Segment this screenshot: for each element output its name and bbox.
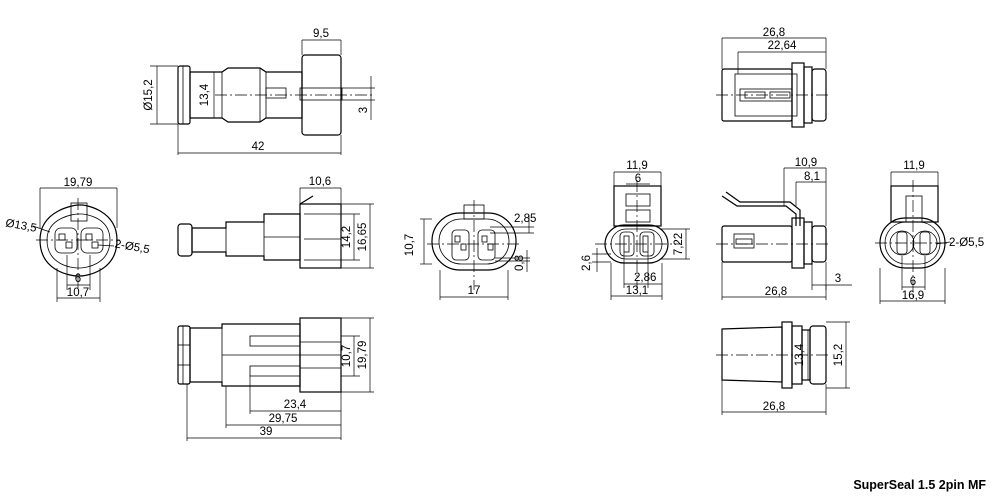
dim-female-front-inner: 6 (635, 173, 641, 185)
female-top-view: 26,8 22,64 (716, 27, 830, 128)
dim-female-top-w1: 26,8 (763, 27, 785, 39)
dim-male-top-width: 9,5 (313, 28, 329, 40)
dim-male-rear-bottom: 0,8 (514, 255, 526, 271)
dim-female-front-width: 11,9 (626, 160, 648, 172)
dim-male-front-outer: Ø13,5 (5, 218, 38, 235)
dim-female-front-base: 13,1 (626, 285, 648, 297)
dim-male-top-length: 42 (252, 141, 265, 153)
female-bottom-view: 13,4 15,2 26,8 (716, 321, 850, 415)
dim-male-rear-height: 10,7 (404, 234, 416, 256)
dim-male-bottom-l1: 23,4 (284, 399, 307, 411)
dim-female-rear-pitch: 6 (910, 276, 916, 288)
male-side-view: 10,6 14,2 16,65 (177, 176, 374, 269)
dim-female-rear-holes: 2-Ø5,5 (949, 237, 984, 249)
male-front-view: 19,79 Ø13,5 2-Ø5,5 6 10,7 (5, 177, 151, 302)
male-top-view: 9,5 Ø15,2 13,4 3 42 (143, 28, 375, 155)
dim-male-front-bottom: 10,7 (67, 287, 89, 299)
dim-male-top-height: 13,4 (199, 83, 211, 106)
dim-male-front-width: 19,79 (64, 177, 93, 189)
dim-female-side-top1: 10,9 (795, 157, 817, 169)
dim-male-top-diameter: Ø15,2 (143, 79, 155, 110)
drawing-caption: SuperSeal 1.5 2pin MF (853, 478, 986, 492)
female-rear-view: 11,9 2-Ø5,5 6 16,9 (875, 160, 984, 304)
female-front-view: 11,9 6 7,22 2,6 2,86 13,1 (581, 160, 690, 300)
dim-male-side-flange: 10,6 (309, 176, 331, 188)
dim-male-rear-top: 2,85 (514, 213, 536, 225)
dim-female-bottom-h2: 15,2 (833, 344, 845, 366)
female-side-view: 10,9 8,1 3 26,8 (716, 157, 852, 300)
dim-female-front-height: 7,22 (673, 233, 685, 255)
dim-male-bottom-l2: 29,75 (269, 413, 298, 425)
dim-male-top-slot: 3 (358, 107, 370, 113)
dim-female-bottom-h1: 13,4 (794, 343, 806, 366)
dim-male-side-h2: 16,65 (357, 223, 369, 252)
dim-female-side-slot: 3 (835, 273, 841, 285)
dim-female-bottom-length: 26,8 (763, 401, 785, 413)
dim-male-bottom-l3: 39 (260, 426, 273, 438)
dim-female-rear-base: 16,9 (902, 290, 924, 302)
dim-female-front-pin: 2,86 (634, 272, 656, 284)
male-bottom-view: 10,7 19,79 23,4 29,75 39 (177, 317, 374, 441)
dim-male-bottom-h2: 19,79 (357, 341, 369, 370)
dim-male-rear-width: 17 (468, 285, 481, 297)
male-rear-view: 2,85 10,7 0,8 17 (404, 200, 536, 300)
dim-female-top-w2: 22,64 (768, 40, 797, 52)
dim-female-side-length: 26,8 (765, 286, 787, 298)
dim-male-front-pitch: 6 (75, 273, 81, 285)
dim-male-bottom-h1: 10,7 (341, 345, 353, 367)
dim-male-front-holes: 2-Ø5,5 (114, 238, 151, 256)
dim-male-side-h1: 14,2 (341, 226, 353, 248)
dim-female-side-top2: 8,1 (804, 171, 820, 183)
dim-female-rear-width: 11,9 (903, 160, 925, 172)
dim-female-front-left: 2,6 (581, 255, 593, 271)
